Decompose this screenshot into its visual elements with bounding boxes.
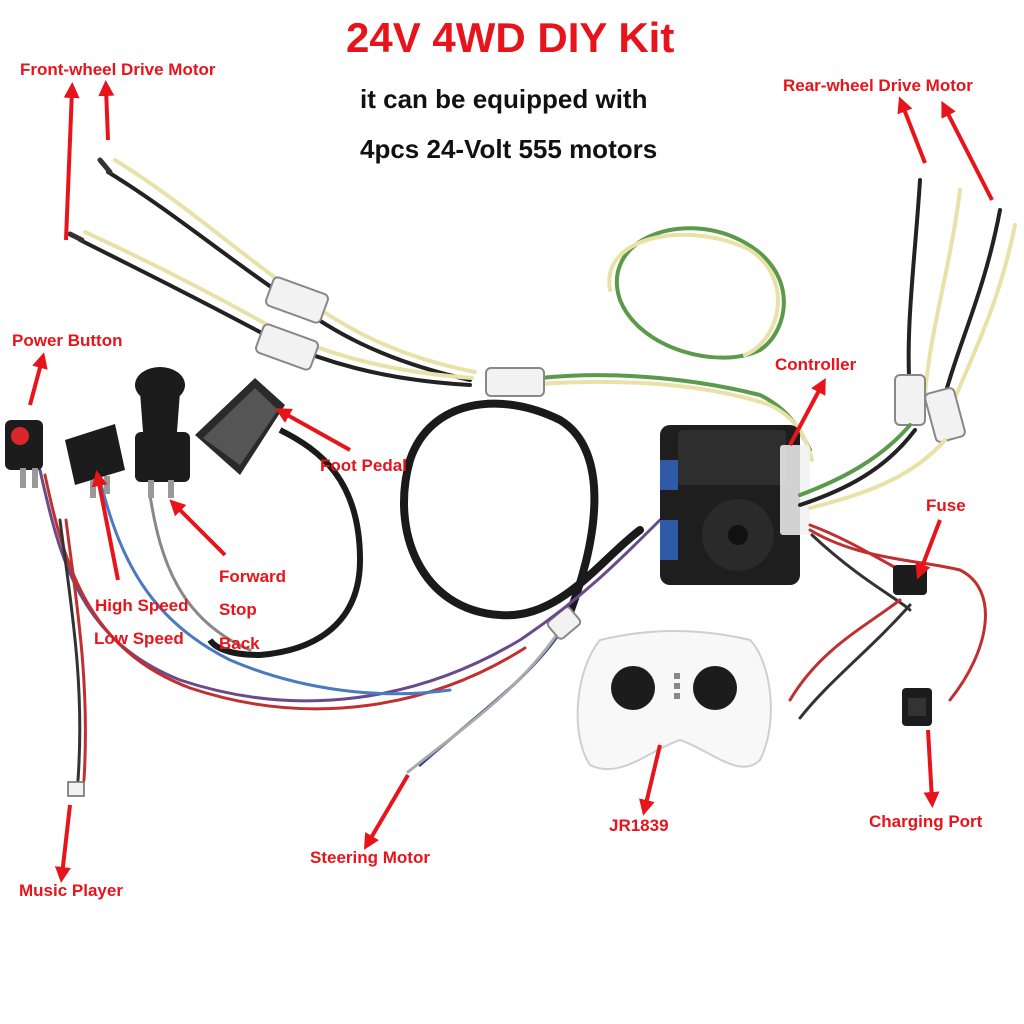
page-title: 24V 4WD DIY Kit bbox=[346, 14, 675, 61]
label-controller: Controller bbox=[775, 355, 857, 374]
gear-shifter-part bbox=[135, 367, 190, 498]
arrow-rear-motor-1 bbox=[897, 96, 927, 164]
connector-rear-1 bbox=[894, 374, 926, 426]
annotation-arrows bbox=[28, 80, 994, 883]
main-harness bbox=[485, 226, 814, 462]
music-connector bbox=[67, 781, 85, 797]
foot-pedal-part bbox=[195, 378, 285, 475]
charging-port-part bbox=[902, 688, 932, 726]
arrow-remote bbox=[639, 744, 662, 816]
subtitle-line-2: 4pcs 24-Volt 555 motors bbox=[360, 134, 658, 164]
arrow-charging bbox=[923, 729, 940, 808]
arrow-front-motor-1 bbox=[63, 82, 80, 241]
label-foot-pedal: Foot Pedal bbox=[320, 456, 407, 475]
label-remote: JR1839 bbox=[609, 816, 669, 835]
label-forward: Forward bbox=[219, 567, 287, 586]
rear-motor-wires bbox=[798, 178, 1017, 510]
arrow-music bbox=[54, 804, 72, 883]
arrow-steering bbox=[363, 773, 410, 850]
label-power-button: Power Button bbox=[12, 331, 123, 350]
label-stop: Stop bbox=[219, 600, 257, 619]
arrow-fuse bbox=[915, 519, 942, 580]
connector-steering bbox=[546, 606, 582, 640]
label-music-player: Music Player bbox=[19, 881, 123, 900]
battery-wires bbox=[788, 523, 987, 720]
switch-harness bbox=[38, 468, 662, 797]
label-high-speed: High Speed bbox=[95, 596, 189, 615]
arrow-foot-pedal bbox=[275, 408, 351, 452]
arrow-forward bbox=[169, 499, 227, 557]
connector-rear-2 bbox=[924, 387, 966, 443]
label-back: Back bbox=[219, 634, 260, 653]
arrow-power-button bbox=[28, 352, 48, 406]
connector-front-2 bbox=[255, 323, 319, 371]
foot-pedal-cable bbox=[207, 427, 364, 659]
arrow-front-motor-2 bbox=[98, 80, 115, 141]
power-button-part bbox=[5, 420, 43, 488]
label-front-motor: Front-wheel Drive Motor bbox=[20, 60, 216, 79]
controller-box-part bbox=[660, 425, 810, 585]
speed-switch-part bbox=[65, 424, 125, 498]
label-steering-motor: Steering Motor bbox=[310, 848, 430, 867]
steering-cable bbox=[400, 399, 644, 774]
remote-control-part bbox=[576, 630, 772, 771]
label-fuse: Fuse bbox=[926, 496, 966, 515]
label-low-speed: Low Speed bbox=[94, 629, 184, 648]
subtitle-line-1: it can be equipped with bbox=[360, 84, 648, 114]
arrow-rear-motor-2 bbox=[941, 100, 994, 201]
connector-main bbox=[485, 367, 545, 397]
label-charging-port: Charging Port bbox=[869, 812, 983, 831]
connector-front-1 bbox=[265, 276, 329, 324]
arrow-high-speed bbox=[91, 470, 120, 581]
label-rear-motor: Rear-wheel Drive Motor bbox=[783, 76, 973, 95]
arrow-controller bbox=[788, 377, 826, 446]
front-motor-wires bbox=[67, 157, 477, 387]
